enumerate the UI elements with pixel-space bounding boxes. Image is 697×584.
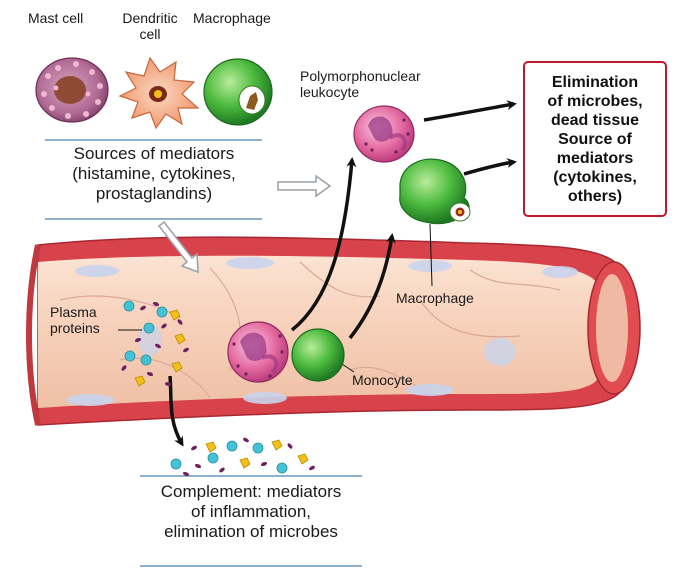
sources-of-mediators-text: Sources of mediators (histamine, cytokin… xyxy=(72,144,236,203)
gray-arrow-to-vessel xyxy=(157,220,199,274)
pmn-cell-vessel xyxy=(227,321,289,383)
pmn-cell-tissue xyxy=(353,105,415,163)
monocyte-cell xyxy=(291,328,345,382)
plasma-proteins-vessel xyxy=(121,300,189,387)
mast-cell xyxy=(35,57,109,123)
label-plasma-proteins: Plasma proteins xyxy=(50,304,100,336)
label-pmn: Polymorphonuclear leukocyte xyxy=(300,68,421,100)
label-macrophage-tissue: Macrophage xyxy=(396,290,474,306)
macrophage-cell-tissue xyxy=(399,158,471,225)
arrow-pmn-emigration xyxy=(290,157,357,332)
label-monocyte: Monocyte xyxy=(352,372,413,388)
blood-vessel xyxy=(26,236,641,426)
macrophage-cell-top xyxy=(203,58,273,126)
label-mast-cell: Mast cell xyxy=(28,10,84,26)
label-dendritic-cell: Dendritic cell xyxy=(122,10,178,42)
pointer-macrophage xyxy=(429,223,433,287)
arrow-plasma-to-complement xyxy=(168,375,184,447)
arrow-pmn-to-elimination xyxy=(423,100,517,122)
elimination-callout: Elimination of microbes, dead tissue Sou… xyxy=(523,61,667,217)
dendritic-cell xyxy=(118,56,200,130)
complement-text: Complement: mediators of inflammation, e… xyxy=(160,482,342,541)
label-macrophage-top: Macrophage xyxy=(193,10,271,26)
plasma-proteins-tissue xyxy=(170,437,315,477)
elimination-callout-text: Elimination of microbes, dead tissue Sou… xyxy=(547,73,643,205)
gray-arrow-to-pmn xyxy=(277,174,332,198)
arrow-macrophage-to-elimination xyxy=(463,158,517,176)
arrow-monocyte-emigration xyxy=(348,233,396,340)
